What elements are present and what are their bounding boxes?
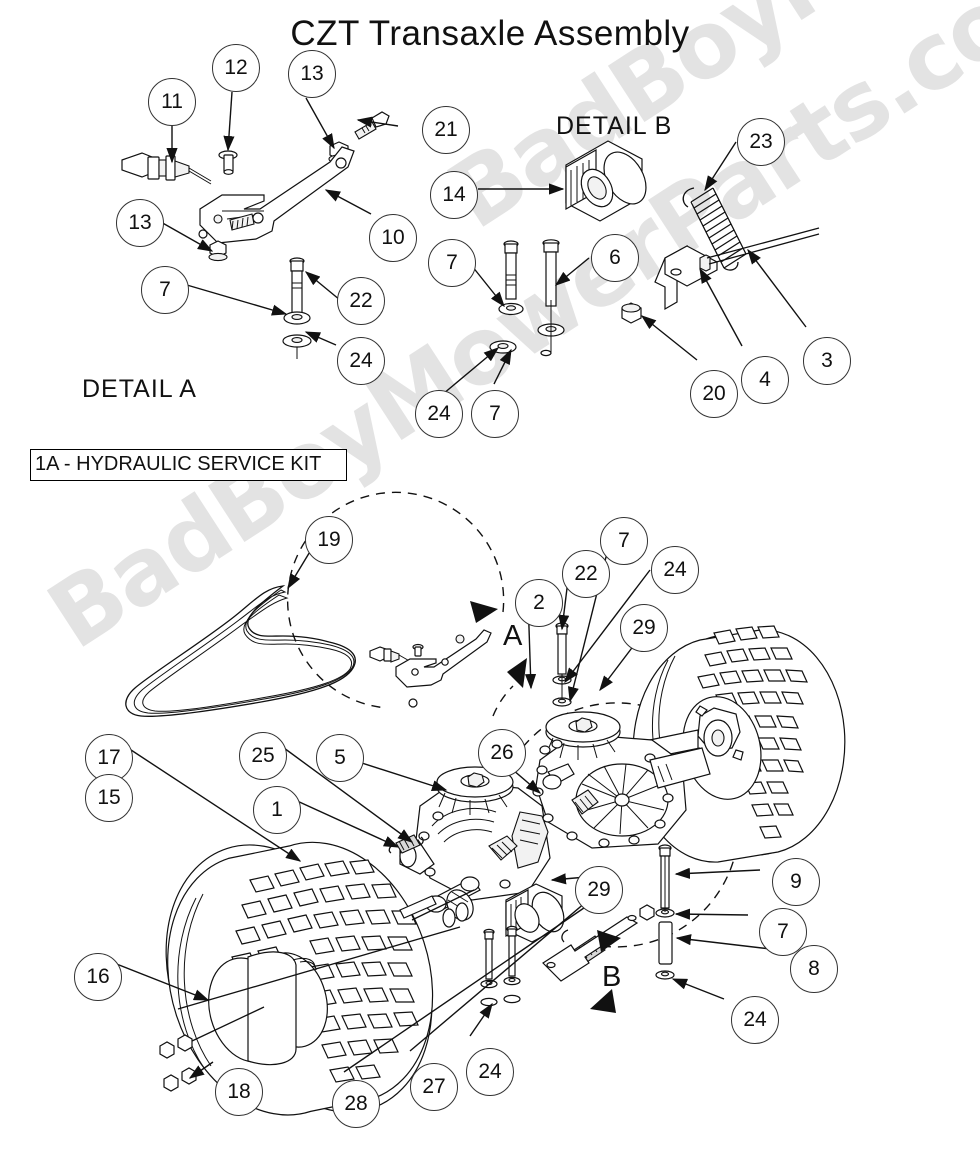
callout-7[interactable]: 7 — [600, 517, 648, 565]
callout-19[interactable]: 19 — [305, 516, 353, 564]
callout-7[interactable]: 7 — [759, 908, 807, 956]
callout-7[interactable]: 7 — [428, 239, 476, 287]
top-fastener-stack — [552, 622, 572, 707]
page-title: CZT Transaxle Assembly — [290, 14, 690, 53]
part-14-oil-filter — [565, 140, 647, 222]
callout-27[interactable]: 27 — [410, 1063, 458, 1111]
callout-15[interactable]: 15 — [85, 774, 133, 822]
callout-11[interactable]: 11 — [148, 78, 196, 126]
callout-13[interactable]: 13 — [288, 50, 336, 98]
main-oil-filter — [505, 883, 565, 943]
detail-a-inset-parts — [369, 629, 492, 708]
detail-b-heading: DETAIL B — [556, 112, 673, 140]
callout-13[interactable]: 13 — [116, 199, 164, 247]
callout-20[interactable]: 20 — [690, 370, 738, 418]
hydraulic-service-kit-box: 1A - HYDRAULIC SERVICE KIT — [30, 449, 347, 481]
callout-5[interactable]: 5 — [316, 734, 364, 782]
callout-1[interactable]: 1 — [253, 786, 301, 834]
right-wheel — [632, 625, 846, 863]
hydraulic-service-kit-label: 1A - HYDRAULIC SERVICE KIT — [35, 453, 322, 475]
callout-8[interactable]: 8 — [790, 945, 838, 993]
callout-23[interactable]: 23 — [737, 118, 785, 166]
callout-24[interactable]: 24 — [731, 996, 779, 1044]
transaxle-right-body — [532, 711, 711, 849]
callout-16[interactable]: 16 — [74, 953, 122, 1001]
callout-6[interactable]: 6 — [591, 234, 639, 282]
part-23-spring — [682, 187, 747, 271]
part-3-rod — [706, 227, 820, 265]
right-fastener-stack — [655, 844, 675, 980]
section-letter-b: B — [602, 961, 622, 993]
part-10-control-arm — [198, 146, 355, 244]
callout-29[interactable]: 29 — [575, 866, 623, 914]
callout-29[interactable]: 29 — [620, 604, 668, 652]
part-7-washer-a — [283, 311, 311, 325]
part-19-drive-belt — [125, 585, 356, 717]
callout-7[interactable]: 7 — [471, 390, 519, 438]
left-wheel — [165, 841, 461, 1116]
callout-2[interactable]: 2 — [515, 579, 563, 627]
part-24-washer-b2 — [540, 300, 552, 357]
callout-24[interactable]: 24 — [466, 1048, 514, 1096]
callout-22[interactable]: 22 — [562, 550, 610, 598]
callout-28[interactable]: 28 — [332, 1080, 380, 1128]
callout-12[interactable]: 12 — [212, 44, 260, 92]
callout-21[interactable]: 21 — [422, 106, 470, 154]
part-7-bolt-left — [503, 240, 519, 300]
callout-25[interactable]: 25 — [239, 732, 287, 780]
callout-4[interactable]: 4 — [741, 356, 789, 404]
callout-3[interactable]: 3 — [803, 337, 851, 385]
callout-26[interactable]: 26 — [478, 729, 526, 777]
callout-24[interactable]: 24 — [415, 390, 463, 438]
callout-10[interactable]: 10 — [369, 214, 417, 262]
section-letter-a: A — [503, 620, 523, 652]
callout-9[interactable]: 9 — [772, 858, 820, 906]
callout-18[interactable]: 18 — [215, 1068, 263, 1116]
callout-7[interactable]: 7 — [141, 266, 189, 314]
part-11-fitting — [121, 152, 212, 185]
part-6-bolt — [542, 239, 560, 307]
callout-14[interactable]: 14 — [430, 171, 478, 219]
detail-a-heading: DETAIL A — [82, 375, 197, 403]
detail-a-dashed-circle — [286, 491, 527, 717]
callout-22[interactable]: 22 — [337, 277, 385, 325]
axle-bearing-assembly — [442, 902, 469, 928]
part-7-washer-b1 — [498, 302, 524, 316]
detail-b-parts — [489, 140, 820, 357]
detail-b-inset-parts — [542, 904, 655, 982]
part-13-nut-low — [208, 240, 228, 262]
callout-24[interactable]: 24 — [337, 337, 385, 385]
callout-24[interactable]: 24 — [651, 546, 699, 594]
